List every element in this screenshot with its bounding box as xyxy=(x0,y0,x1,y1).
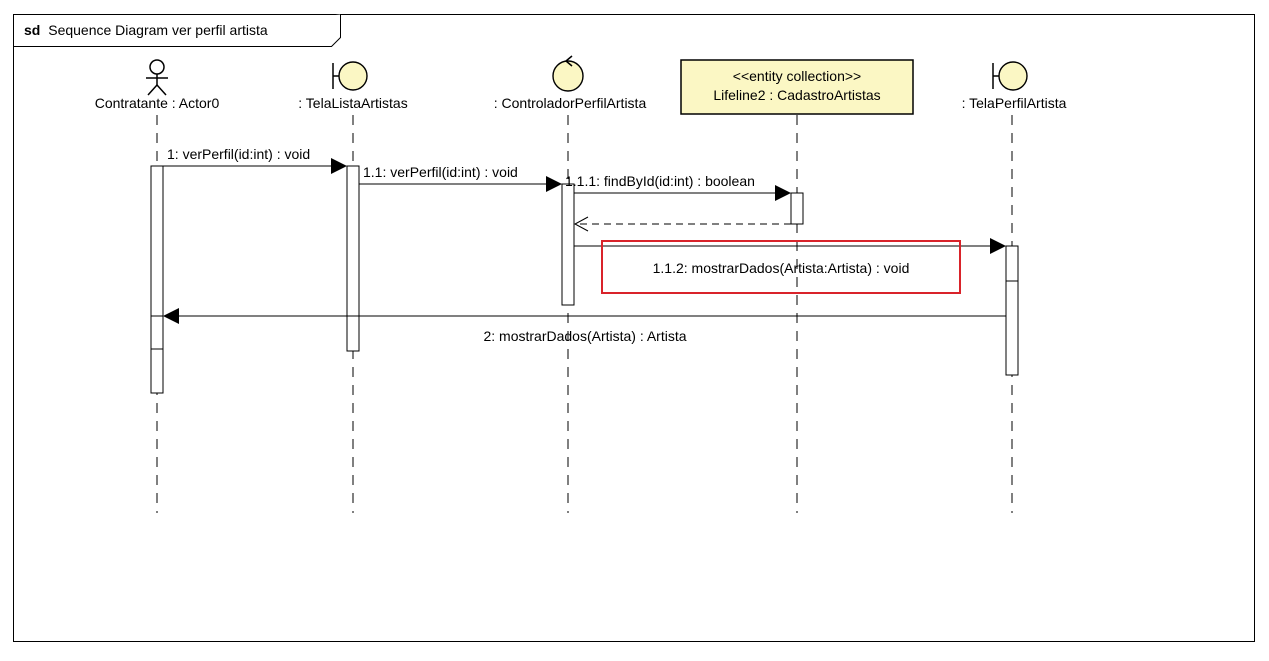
frame-title: sd Sequence Diagram ver perfil artista xyxy=(24,22,268,38)
entity-stereotype: <<entity collection>> xyxy=(733,68,861,84)
diagram-frame xyxy=(13,14,1255,642)
lifeline-label-cadastro: Lifeline2 : CadastroArtistas xyxy=(713,87,880,103)
boundary-icon xyxy=(992,61,1028,91)
activation-bar-cadastro xyxy=(790,192,804,225)
activation-bar-controlador xyxy=(561,183,575,306)
message-label-1-1-2: 1.1.2: mostrarDados(Artista:Artista) : v… xyxy=(653,260,910,276)
message-label-2: 2: mostrarDados(Artista) : Artista xyxy=(483,328,686,344)
lifeline-label-tela-lista: : TelaListaArtistas xyxy=(298,95,407,111)
arrowhead xyxy=(163,308,179,324)
activation-bar-contratante xyxy=(150,165,164,394)
actor-icon xyxy=(146,59,168,96)
message-label-1-1: 1.1: verPerfil(id:int) : void xyxy=(363,164,518,180)
message-label-1-1-1: 1.1.1: findById(id:int) : boolean xyxy=(565,173,755,189)
frame-title-tab xyxy=(13,14,341,47)
arrowhead xyxy=(775,185,791,201)
boundary-icon xyxy=(332,61,368,91)
open-arrowhead xyxy=(573,216,589,232)
arrowhead xyxy=(990,238,1006,254)
arrowhead xyxy=(546,176,562,192)
arrowhead xyxy=(331,158,347,174)
frame-keyword: sd xyxy=(24,22,40,38)
lifeline-label-tela-perfil: : TelaPerfilArtista xyxy=(962,95,1067,111)
frame-title-text: Sequence Diagram ver perfil artista xyxy=(48,22,268,38)
lifeline-label-contratante: Contratante : Actor0 xyxy=(95,95,220,111)
lifeline-label-controlador: : ControladorPerfilArtista xyxy=(494,95,647,111)
entity-collection-box xyxy=(680,59,914,115)
activation-bar-tela-perfil xyxy=(1005,245,1019,376)
highlight-box xyxy=(601,240,961,294)
message-label-1: 1: verPerfil(id:int) : void xyxy=(167,146,310,162)
activation-bar-tela-lista xyxy=(346,165,360,352)
control-icon xyxy=(552,55,584,92)
